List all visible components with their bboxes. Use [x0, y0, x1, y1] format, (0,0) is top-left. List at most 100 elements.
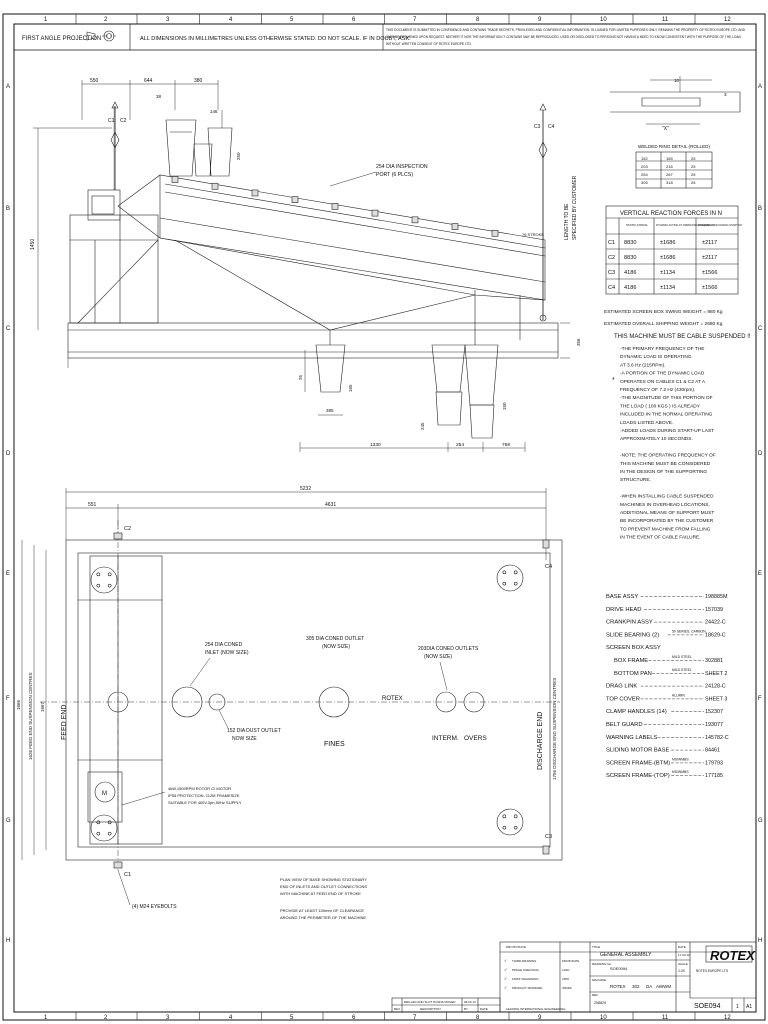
- bolt-hole: [107, 572, 112, 577]
- dim-1450: 1450: [30, 239, 36, 250]
- row-ref-B: B: [6, 206, 10, 212]
- row-ref-B: B: [758, 206, 762, 212]
- reaction-table-title: VERTICAL REACTION FORCES IN N: [620, 211, 722, 217]
- reaction-cell: ±2117: [702, 255, 717, 261]
- doc-code: SOE094: [694, 1003, 721, 1010]
- dim-768: 768: [502, 442, 510, 448]
- cable-c3-label: C3: [534, 124, 541, 130]
- part-name: SLIDE BEARING (2): [606, 632, 659, 638]
- header-band: FIRST ANGLE PROJECTION ALL DIMENSIONS IN…: [14, 24, 756, 51]
- overs-outlet-label-2: (NOW SIZE): [424, 654, 452, 660]
- feed-end-label: FEED END: [61, 705, 68, 740]
- row-ref-D: D: [6, 451, 11, 457]
- inner-border: [13, 23, 757, 1013]
- scale-value: 1:20: [678, 969, 685, 973]
- note-line: STRUCTURE.: [620, 477, 651, 483]
- part-name: BASE ASSY: [606, 594, 638, 600]
- part-number: 179793: [705, 760, 723, 766]
- rev-header-by: BY: [464, 1007, 468, 1011]
- dim-254: 254: [456, 442, 464, 448]
- note-line: AT 3.6 Hz (215RPm).: [620, 362, 665, 368]
- bolt-hole: [502, 581, 507, 586]
- column-ref-6: 6: [352, 1015, 356, 1021]
- column-ref-3: 3: [166, 1015, 170, 1021]
- part-number: 193077: [705, 722, 723, 728]
- note-line: APPROXIMATELY 10 SECONDS.: [620, 436, 693, 442]
- row-ref-H: H: [6, 938, 10, 944]
- column-ref-11: 11: [662, 17, 669, 23]
- title-label: TITLE: [592, 945, 600, 949]
- column-ref-5: 5: [290, 1015, 294, 1021]
- note-line: THE LOAD ( 100 KGS ) IS ALREADY: [620, 403, 701, 409]
- confidentiality-line-2: IS TO BE RETURNED UPON REQUEST, NEITHER …: [386, 35, 741, 39]
- part-number: 84461: [705, 748, 720, 754]
- plan-c4-label: C4: [545, 564, 552, 570]
- drawing-no-label: DRAWING No: [592, 962, 611, 966]
- reaction-cell: ±1134: [660, 270, 675, 276]
- note-line: -ADDED LOADS DURING START-UP LAST: [620, 428, 714, 434]
- bolt-hole: [502, 814, 507, 819]
- revision-description: DRILLED AND SLOT POSNS MOVED: [404, 1000, 456, 1004]
- dim-4631: 4631: [325, 502, 336, 508]
- part-number: 152307: [705, 709, 723, 715]
- rotex-center-label: ROTEX: [382, 696, 403, 702]
- detail-dim-3: 3: [724, 92, 727, 97]
- bolt-hole: [96, 572, 101, 577]
- clamp-handle: [211, 182, 219, 190]
- dim-165: 165: [348, 384, 353, 392]
- column-ref-8: 8: [476, 17, 480, 23]
- bolt-hole: [107, 831, 112, 836]
- note-line: MACHINES IN OVERHEAD LOCATIONS,: [620, 502, 710, 508]
- row-ref-C: C: [6, 326, 11, 332]
- bolt-hole: [107, 583, 112, 588]
- bolt-hole: [502, 570, 507, 575]
- dim-644: 644: [144, 78, 153, 84]
- dim-551: 551: [88, 502, 97, 508]
- row-ref-A: A: [6, 84, 10, 90]
- row-ref-E: E: [758, 571, 762, 577]
- plan-note-2: END OF INLETS AND OUTLET CONNECTIONS: [280, 884, 367, 889]
- column-ref-5: 5: [290, 17, 294, 23]
- projection-symbol-icon: [86, 30, 116, 42]
- row-ref-G: G: [6, 818, 11, 824]
- dim-550: 550: [90, 78, 99, 84]
- detail-cell: 25: [691, 172, 696, 177]
- eyebolts-note: (4) M24 EYEBOLTS: [132, 904, 177, 910]
- dim-1330: 1330: [370, 442, 381, 448]
- machine-rotex: ROTEX: [610, 984, 626, 989]
- column-ref-4: 4: [229, 17, 233, 23]
- motor-note-2: IP55 PROTECTION, 112M FRAMESIZE: [168, 793, 240, 798]
- note-line: -THE PRIMARY FREQUENCY OF THE: [620, 346, 704, 352]
- part-name: DRAG LINK: [606, 684, 637, 690]
- bolt-hole: [502, 825, 507, 830]
- note-line: LOADS LISTED ABOVE.: [620, 420, 673, 426]
- date-value: 17.03.12: [678, 953, 690, 957]
- column-ref-1: 1: [44, 17, 48, 23]
- approvals-title: DRN BY/DATE: [506, 945, 526, 949]
- fines-label: FINES: [324, 741, 345, 748]
- clamp-handles: [171, 176, 499, 237]
- approval-code: CHKD: [562, 968, 569, 972]
- reaction-cell: C3: [608, 270, 615, 276]
- column-ref-2: 2: [104, 1015, 108, 1021]
- column-ref-8: 8: [476, 1015, 480, 1021]
- sheet-size: A1: [746, 1004, 752, 1010]
- company-name: ROTEX EUROPE LTD: [696, 969, 729, 973]
- inlet-label-2: INLET (NOW SIZE): [205, 650, 249, 656]
- dim-356: 356: [576, 338, 581, 346]
- detail-cell: 25: [691, 156, 696, 161]
- cable-c2-label: C2: [120, 118, 127, 124]
- row-ref-F: F: [6, 696, 10, 702]
- note-line: -THE MAGNITUDE OF THIS PORTION OF: [620, 395, 713, 401]
- clamp-handle: [251, 189, 259, 197]
- reaction-cell: ±1686: [660, 255, 676, 261]
- detail-cell: 152: [641, 156, 648, 161]
- sheet-number: 1: [736, 1004, 739, 1010]
- dim-1667: 1667: [40, 701, 45, 712]
- part-name: BELT GUARD: [606, 722, 643, 728]
